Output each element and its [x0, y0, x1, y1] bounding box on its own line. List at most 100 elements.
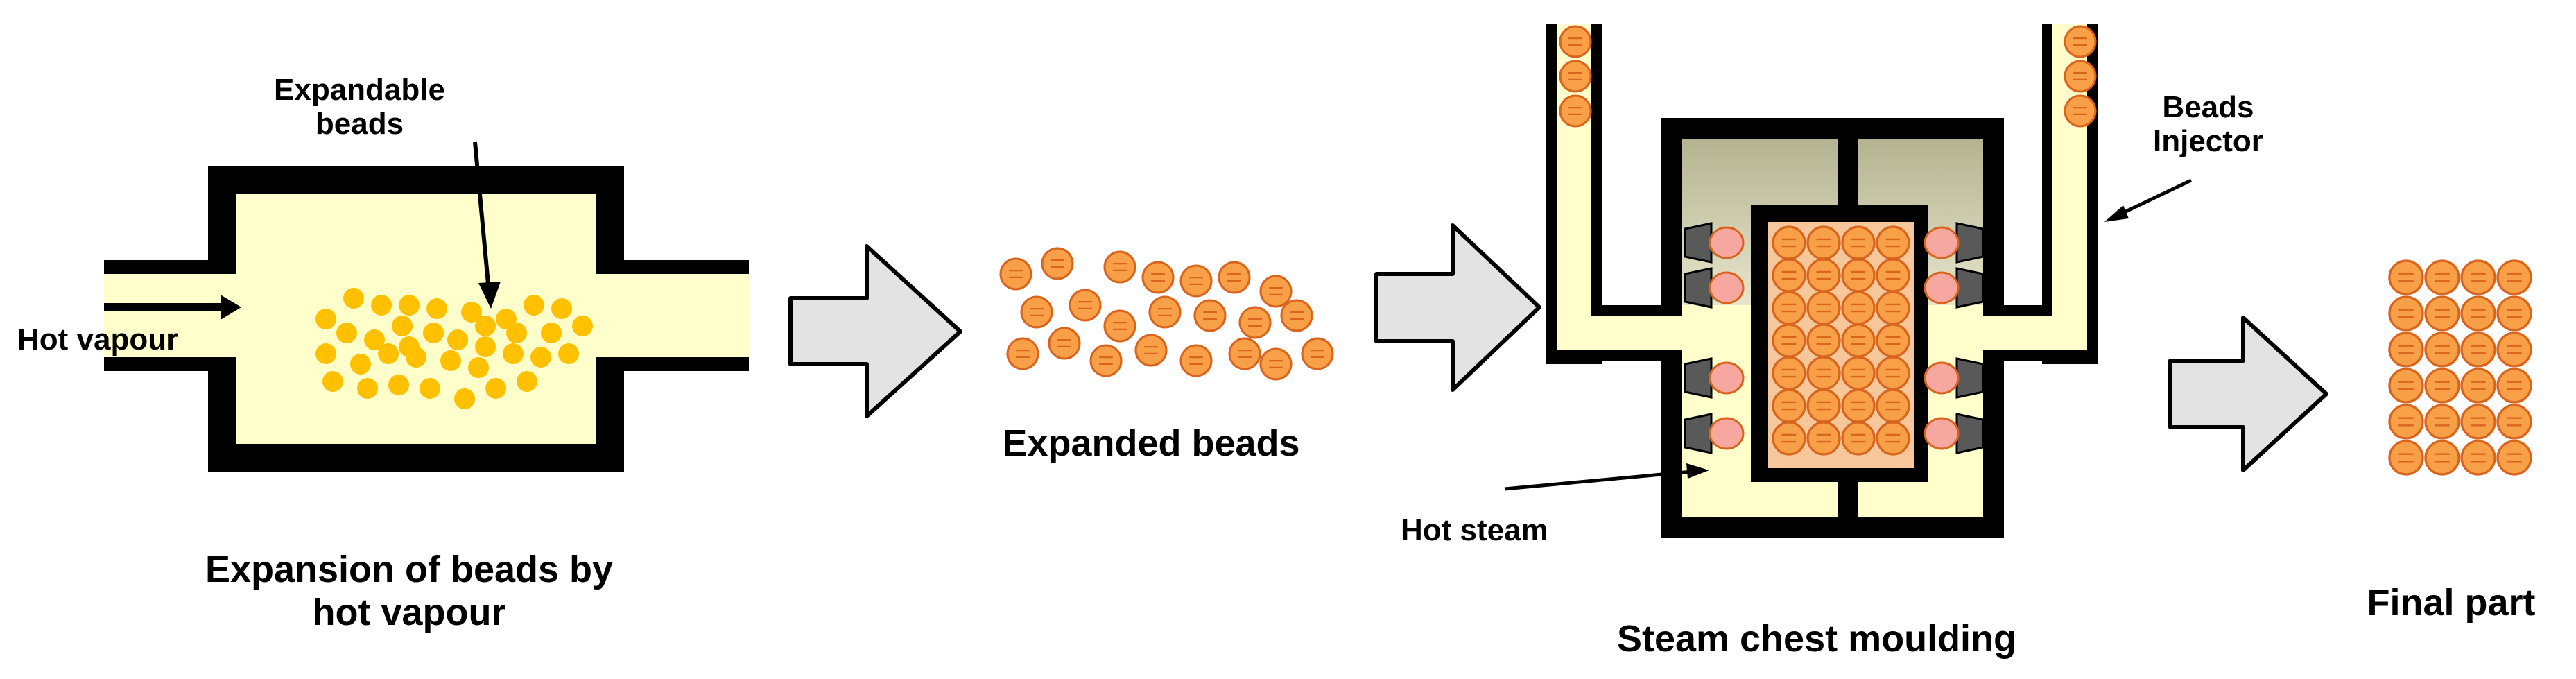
bead-texture: [1113, 322, 1127, 330]
bead-texture: [2471, 309, 2486, 318]
expanded-bead: [1193, 299, 1227, 332]
bead-texture: [1781, 238, 1797, 248]
bead-texture: [2507, 345, 2522, 354]
steam-puff: [1924, 417, 1960, 450]
expanded-bead: [2460, 440, 2496, 476]
bead-texture: [1851, 401, 1866, 411]
process-arrow-icon: [788, 244, 962, 418]
expanded-bead: [1806, 323, 1841, 358]
bead-texture: [1030, 308, 1044, 316]
raw-bead: [423, 323, 444, 343]
raw-bead: [454, 388, 475, 409]
bead-texture: [2471, 273, 2486, 282]
raw-bead: [426, 298, 447, 319]
expanded-bead: [1559, 94, 1592, 128]
expanded-bead: [2388, 368, 2424, 404]
expanded-bead: [2460, 368, 2496, 404]
label-hot-vapour: Hot vapour: [17, 323, 179, 356]
expanded-bead: [1103, 250, 1136, 284]
expanded-bead: [2460, 332, 2496, 368]
steam-nozzle-icon: [1684, 222, 1985, 454]
raw-bead: [336, 323, 357, 343]
expanded-bead: [1841, 388, 1876, 423]
expanded-bead: [1141, 261, 1175, 294]
expanded-bead: [2388, 440, 2424, 476]
expanded-bead: [2064, 25, 2097, 58]
expanded-bead: [1841, 356, 1876, 390]
expanded-bead: [1259, 275, 1293, 308]
process-arrow-icon: [2168, 316, 2328, 472]
moulded-bead-block: [1772, 225, 1910, 456]
bead-texture: [2435, 309, 2450, 318]
raw-bead: [420, 378, 440, 399]
expanded-bead: [2496, 295, 2532, 332]
raw-bead: [503, 343, 524, 364]
bead-texture: [1269, 360, 1283, 368]
expanded-bead: [1772, 291, 1806, 325]
bead-texture: [1816, 433, 1831, 443]
expanded-bead: [1841, 323, 1876, 358]
caption-final-part: Final part: [2367, 582, 2536, 624]
raw-bead: [399, 336, 420, 357]
raw-bead: [485, 378, 506, 399]
bead-texture: [2435, 417, 2450, 427]
bead-texture: [1851, 336, 1866, 345]
caption-expansion: Expansion of beads by hot vapour: [205, 549, 614, 634]
expanded-bead: [2460, 295, 2496, 332]
bead-texture: [1781, 401, 1797, 411]
expanded-bead: [1020, 295, 1053, 329]
raw-bead: [558, 343, 579, 364]
expanded-bead: [2064, 60, 2097, 93]
expanded-bead: [2460, 259, 2496, 295]
final-part-block: [2388, 259, 2532, 476]
raw-bead: [475, 316, 496, 336]
raw-bead: [572, 316, 593, 336]
bead-texture: [2398, 309, 2414, 318]
expanded-bead: [999, 257, 1032, 291]
raw-bead: [551, 298, 572, 319]
label-hot-steam: Hot steam: [1401, 513, 1548, 547]
expanded-bead: [2460, 404, 2496, 440]
expanded-bead: [1148, 295, 1182, 329]
bead-texture: [2073, 37, 2087, 46]
bead-texture: [1051, 259, 1064, 268]
steam-nozzle-icon: [1684, 222, 1713, 264]
label-expandable-beads: Expandable beads: [274, 73, 445, 141]
bead-texture: [2507, 417, 2522, 427]
bead-texture: [2398, 453, 2414, 463]
bead-texture: [1016, 350, 1030, 358]
expanded-bead: [2424, 440, 2460, 476]
process-arrow-icon: [1374, 223, 1541, 392]
steam-puff: [1924, 271, 1960, 304]
steam-nozzle-icon: [1955, 267, 1985, 309]
expanded-bead: [1772, 388, 1806, 423]
bead-texture: [1568, 37, 1582, 46]
raw-bead: [350, 354, 371, 375]
expanded-bead: [1048, 327, 1081, 360]
bead-texture: [1078, 301, 1092, 309]
caption-expanded-beads: Expanded beads: [1002, 422, 1300, 464]
bead-texture: [1290, 311, 1304, 320]
raw-bead: [399, 295, 420, 316]
expanded-bead: [1806, 421, 1841, 456]
steam-puff: [1709, 361, 1745, 395]
raw-bead: [388, 375, 409, 395]
bead-texture: [2507, 381, 2522, 390]
steam-nozzle-icon: [1684, 267, 1713, 309]
bead-texture: [1099, 356, 1113, 365]
bead-texture: [2471, 453, 2486, 463]
expanded-bead: [1134, 334, 1168, 367]
raw-bead: [530, 347, 551, 368]
raw-bead: [541, 323, 562, 343]
raw-bead: [506, 323, 527, 343]
expanded-bead: [1301, 337, 1334, 370]
expanded-bead: [1876, 323, 1910, 358]
bead-texture: [2471, 417, 2486, 427]
expanded-bead: [2424, 259, 2460, 295]
expanded-bead: [1806, 356, 1841, 390]
bead-texture: [1781, 433, 1797, 443]
bead-texture: [1885, 238, 1901, 248]
bead-texture: [2471, 345, 2486, 354]
expanded-bead: [1876, 291, 1910, 325]
